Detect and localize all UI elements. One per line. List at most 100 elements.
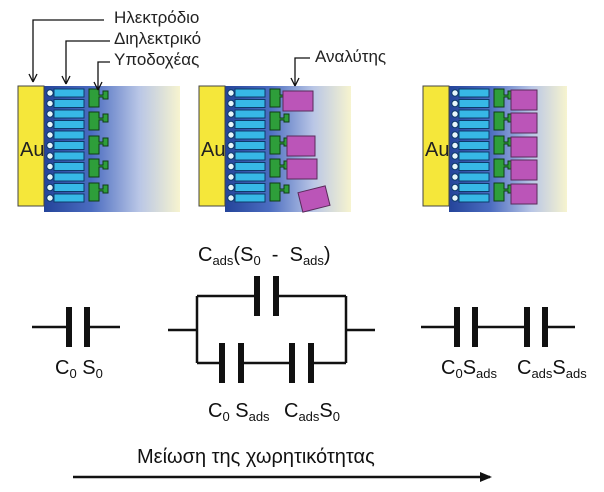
thiol-head [227,89,235,97]
dielectric-segment [458,193,490,203]
receptor-molecule [269,111,290,131]
label-pointers [28,19,310,91]
dielectric-segment [53,193,85,203]
capacitor-label-c0-sads: C0Sads [441,357,497,381]
circuit-right [421,307,575,347]
capacitor-label-c0-s0: C0 S0 [55,357,103,381]
thiol-head [451,131,459,139]
thiol-head [46,162,54,171]
dielectric-segment [458,183,490,192]
dielectric-segment [458,120,490,129]
thiol-head [227,131,235,139]
thiol-head [451,194,459,202]
dielectric-layer [227,88,266,203]
thiol-head [46,99,54,108]
thiol-head [46,183,54,192]
thiol-head [227,141,235,150]
dielectric-segment [458,151,490,161]
thiol-head [451,99,459,108]
gold-electrode [198,85,226,207]
dielectric-segment [53,151,85,161]
dielectric-segment [53,130,85,140]
thiol-head [227,120,235,129]
thiol-head [46,173,54,181]
gold-label: Au [201,139,226,161]
gold-label: Au [20,139,45,161]
thiol-head [46,110,54,118]
dielectric-segment [53,88,85,98]
dielectric-segment [458,162,490,171]
dielectric-segment [234,99,266,108]
thiol-head [451,183,459,192]
receptor-molecule [88,135,109,155]
thiol-head [46,89,54,97]
thiol-head [227,110,235,118]
dielectric-segment [458,88,490,98]
thiol-head [451,152,459,160]
dielectric-segment [458,99,490,108]
dielectric-segment [234,141,266,150]
gold-label: Au [425,139,450,161]
capacitance-decrease-caption: Μείωση της χωρητικότητας [137,446,375,468]
dielectric-segment [234,183,266,192]
dielectric-segment [234,162,266,171]
dielectric-segment [53,141,85,150]
analyte-label: Αναλύτης [315,47,387,66]
thiol-head [46,152,54,160]
thiol-head [451,120,459,129]
dielectric-segment [234,172,266,182]
dielectric-label: Διηλεκτρικό [114,29,202,48]
receptor-layer [88,88,109,202]
thiol-head [451,110,459,118]
thiol-head [46,131,54,139]
dielectric-segment [53,172,85,182]
capacitor-label-c0-sads: C0 Sads [208,400,270,424]
dielectric-segment [234,193,266,203]
gold-electrode [422,85,450,207]
circuit-middle [168,276,375,383]
thiol-head [451,89,459,97]
dielectric-segment [234,130,266,140]
receptor-molecule [88,88,109,108]
panel-electrode-saturated [422,85,567,212]
receptor-molecule [269,182,290,202]
panel-electrode-unbound [17,85,180,212]
receptor-label: Υποδοχέας [114,50,200,69]
electrode-label: Ηλεκτρόδιο [114,8,200,27]
thiol-head [227,162,235,171]
dielectric-layer [451,88,490,203]
dielectric-layer [46,88,85,203]
dielectric-segment [234,88,266,98]
dielectric-segment [234,120,266,129]
capacitor-label-cads-sads: CadsSads [517,357,587,381]
receptor-molecule [88,158,109,178]
circuit-left [32,307,120,347]
dielectric-segment [53,109,85,119]
thiol-head [227,152,235,160]
thiol-head [46,141,54,150]
dielectric-segment [53,99,85,108]
thiol-head [227,183,235,192]
dielectric-segment [53,120,85,129]
thiol-head [451,162,459,171]
thiol-head [46,194,54,202]
analyte-molecules [282,90,331,213]
dielectric-segment [234,109,266,119]
dielectric-segment [458,172,490,182]
thiol-head [227,99,235,108]
dielectric-segment [234,151,266,161]
analyte-molecules [510,89,538,205]
dielectric-segment [458,141,490,150]
thiol-head [227,173,235,181]
capacitor-label-cads-s0-minus-sads: Cads(S0 - Sads) [198,244,331,268]
thiol-head [46,120,54,129]
dielectric-segment [458,130,490,140]
capacitor-label-cads-s0: CadsS0 [284,400,340,424]
thiol-head [451,173,459,181]
thiol-head [227,194,235,202]
receptor-molecule [88,182,109,202]
dielectric-segment [458,109,490,119]
panel-electrode-partial [198,85,351,213]
